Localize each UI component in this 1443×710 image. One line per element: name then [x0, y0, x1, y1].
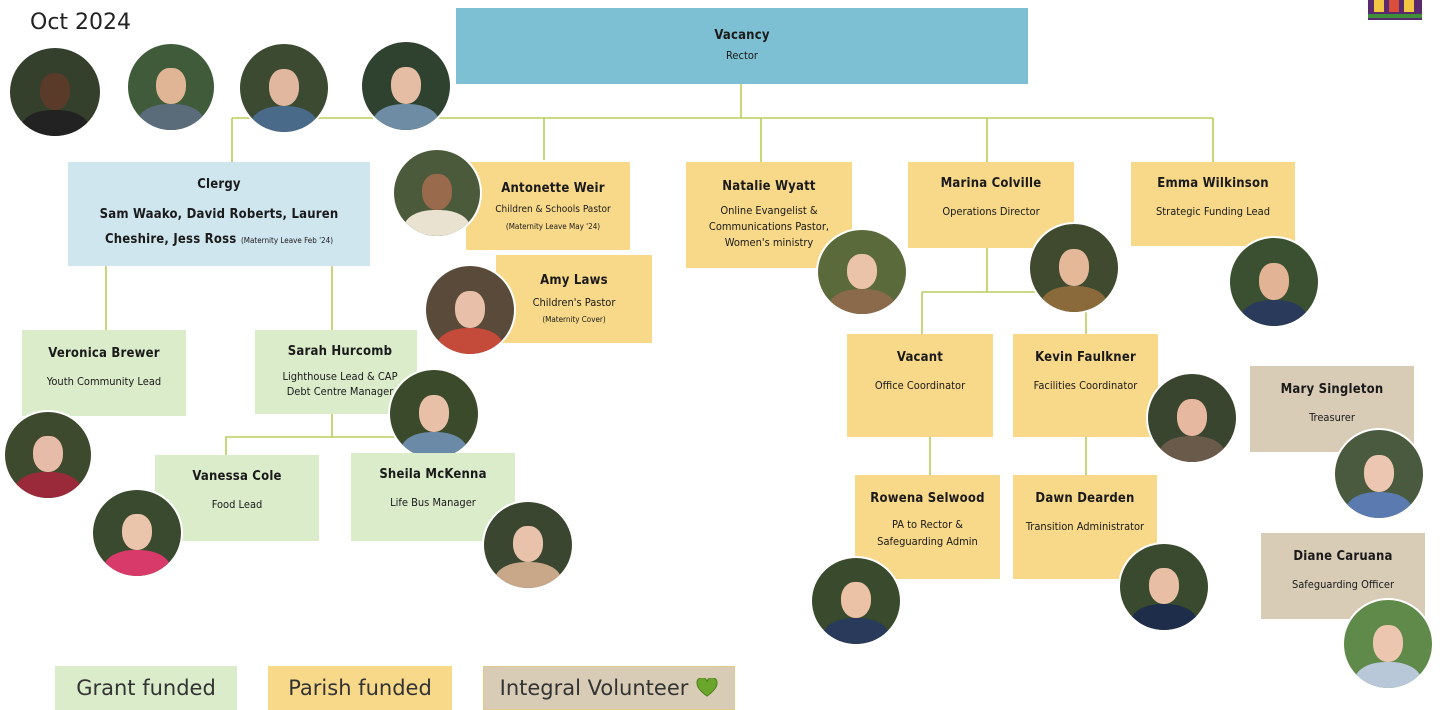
person-role: Youth Community Lead — [46, 375, 162, 389]
person-role: Strategic Funding Lead — [1155, 205, 1270, 219]
person-name: Amy Laws — [540, 273, 608, 289]
legend-parish-funded: Parish funded — [268, 666, 452, 710]
person-card-amy-laws: Amy Laws Children's Pastor (Maternity Co… — [496, 255, 652, 343]
legend-label: Grant funded — [76, 676, 216, 700]
logo-icon — [1368, 0, 1422, 20]
person-name: Sarah Hurcomb — [287, 344, 393, 359]
person-card-antonette-weir: Antonette Weir Children & Schools Pastor… — [466, 162, 630, 250]
legend-label: Integral Volunteer — [499, 676, 689, 700]
person-name: Diane Caruana — [1293, 549, 1393, 564]
person-card-kevin-faulkner: Kevin Faulkner Facilities Coordinator — [1013, 334, 1158, 437]
avatar-photo — [810, 556, 902, 646]
person-name: Rowena Selwood — [870, 491, 985, 506]
clergy-note: (Maternity Leave Feb '24) — [240, 236, 334, 246]
person-name: Antonette Weir — [501, 180, 605, 196]
person-role: Children & Schools Pastor — [495, 204, 611, 216]
avatar-photo — [816, 228, 908, 316]
avatar-photo — [91, 488, 183, 578]
avatar-photo — [1028, 222, 1120, 314]
avatar-photo — [8, 46, 102, 138]
person-role: Treasurer — [1309, 411, 1355, 425]
person-card-sarah-hurcomb: Sarah Hurcomb Lighthouse Lead & CAP Debt… — [255, 330, 417, 414]
avatar-photo — [3, 410, 93, 500]
avatar-photo — [1228, 236, 1320, 328]
rector-name: Vacancy — [714, 27, 770, 43]
person-role: PA to Rector & Safeguarding Admin — [877, 518, 978, 548]
person-role: Children's Pastor — [532, 296, 616, 310]
person-role: Transition Administrator — [1025, 520, 1145, 534]
person-card-marina-colville: Marina Colville Operations Director — [908, 162, 1074, 248]
person-name: Veronica Brewer — [48, 346, 160, 361]
rector-box: Vacancy Rector — [456, 8, 1028, 84]
person-role: Operations Director — [942, 205, 1040, 219]
person-name: Dawn Dearden — [1035, 491, 1135, 506]
person-role: Lighthouse Lead & CAP Debt Centre Manage… — [282, 370, 398, 398]
heart-icon — [696, 678, 718, 697]
person-role: Online Evangelist & Communications Pasto… — [708, 204, 830, 250]
avatar-photo — [424, 264, 516, 356]
avatar-photo — [126, 42, 216, 132]
legend-grant-funded: Grant funded — [55, 666, 237, 710]
avatar-photo — [1342, 598, 1434, 690]
avatar-photo — [1118, 542, 1210, 632]
person-name: Marina Colville — [940, 176, 1042, 191]
person-note: (Maternity Cover) — [542, 315, 606, 325]
avatar-photo — [238, 42, 330, 134]
person-name: Emma Wilkinson — [1157, 176, 1269, 191]
avatar-photo — [1333, 428, 1425, 520]
person-role: Facilities Coordinator — [1033, 379, 1138, 393]
clergy-box: Clergy Sam Waako, David Roberts, Lauren … — [68, 162, 370, 266]
avatar-photo — [482, 500, 574, 590]
person-role: Food Lead — [211, 498, 263, 512]
person-role: Safeguarding Officer — [1291, 578, 1395, 592]
person-note: (Maternity Leave May '24) — [505, 221, 601, 231]
avatar-photo — [388, 368, 480, 460]
avatar-photo — [1146, 372, 1238, 464]
person-card-emma-wilkinson: Emma Wilkinson Strategic Funding Lead — [1131, 162, 1295, 246]
date-label: Oct 2024 — [30, 10, 132, 35]
legend-label: Parish funded — [288, 676, 432, 700]
person-name: Sheila McKenna — [379, 467, 487, 482]
person-role: Life Bus Manager — [390, 496, 476, 510]
person-name: Vacant — [896, 350, 944, 365]
clergy-title: Clergy — [197, 177, 241, 193]
rector-role: Rector — [726, 49, 758, 63]
person-card-vacant: Vacant Office Coordinator — [847, 334, 993, 437]
avatar-photo — [392, 148, 482, 238]
person-name: Kevin Faulkner — [1035, 350, 1136, 365]
person-name: Vanessa Cole — [192, 469, 282, 484]
person-name: Natalie Wyatt — [722, 178, 816, 194]
legend-integral-volunteer: Integral Volunteer — [483, 666, 735, 710]
clergy-names: Sam Waako, David Roberts, Lauren Cheshir… — [99, 207, 339, 248]
person-name: Mary Singleton — [1280, 382, 1384, 397]
person-card-veronica-brewer: Veronica Brewer Youth Community Lead — [22, 330, 186, 416]
avatar-photo — [360, 40, 452, 132]
person-role: Office Coordinator — [874, 379, 966, 393]
